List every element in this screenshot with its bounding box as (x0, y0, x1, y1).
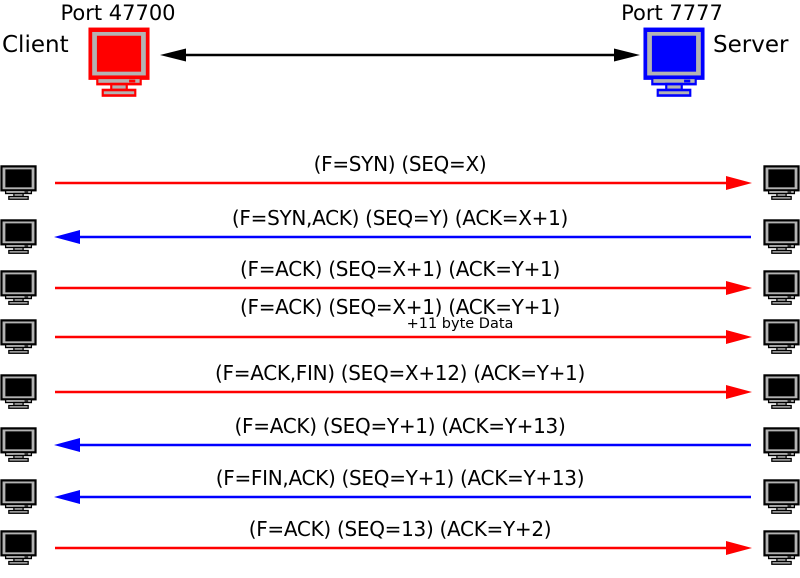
server-label: Server (713, 32, 789, 58)
message-label: (F=FIN,ACK) (SEQ=Y+1) (ACK=Y+13) (215, 466, 585, 490)
message-arrow (54, 490, 751, 504)
message-label: (F=ACK) (SEQ=Y+1) (ACK=Y+13) (234, 414, 566, 438)
message-arrow (55, 176, 752, 190)
message-arrow (55, 281, 752, 295)
message-label: (F=ACK,FIN) (SEQ=X+12) (ACK=Y+1) (215, 361, 585, 385)
server-monitor-icon (643, 27, 705, 97)
message-arrow (55, 541, 752, 555)
client-port-label: Port 47700 (60, 1, 176, 25)
message-arrow (55, 330, 752, 344)
message-label: (F=SYN,ACK) (SEQ=Y) (ACK=X+1) (231, 206, 569, 230)
server-port-label: Port 7777 (621, 1, 723, 25)
server-host-icon (763, 319, 800, 354)
client-label: Client (2, 32, 69, 58)
message-label: (F=ACK) (SEQ=13) (ACK=Y+2) (248, 517, 552, 541)
client-host-icon (0, 319, 37, 354)
message-label: (F=ACK) (SEQ=X+1) (ACK=Y+1) (240, 295, 560, 319)
message-arrow (54, 438, 751, 452)
client-monitor-icon (88, 27, 150, 97)
message-arrow (54, 230, 751, 244)
message-arrow (55, 385, 752, 399)
client-server-link-arrow (160, 48, 640, 62)
message-note: +11 byte Data (406, 316, 514, 332)
message-label: (F=SYN) (SEQ=X) (313, 152, 487, 176)
message-label: (F=ACK) (SEQ=X+1) (ACK=Y+1) (240, 257, 560, 281)
